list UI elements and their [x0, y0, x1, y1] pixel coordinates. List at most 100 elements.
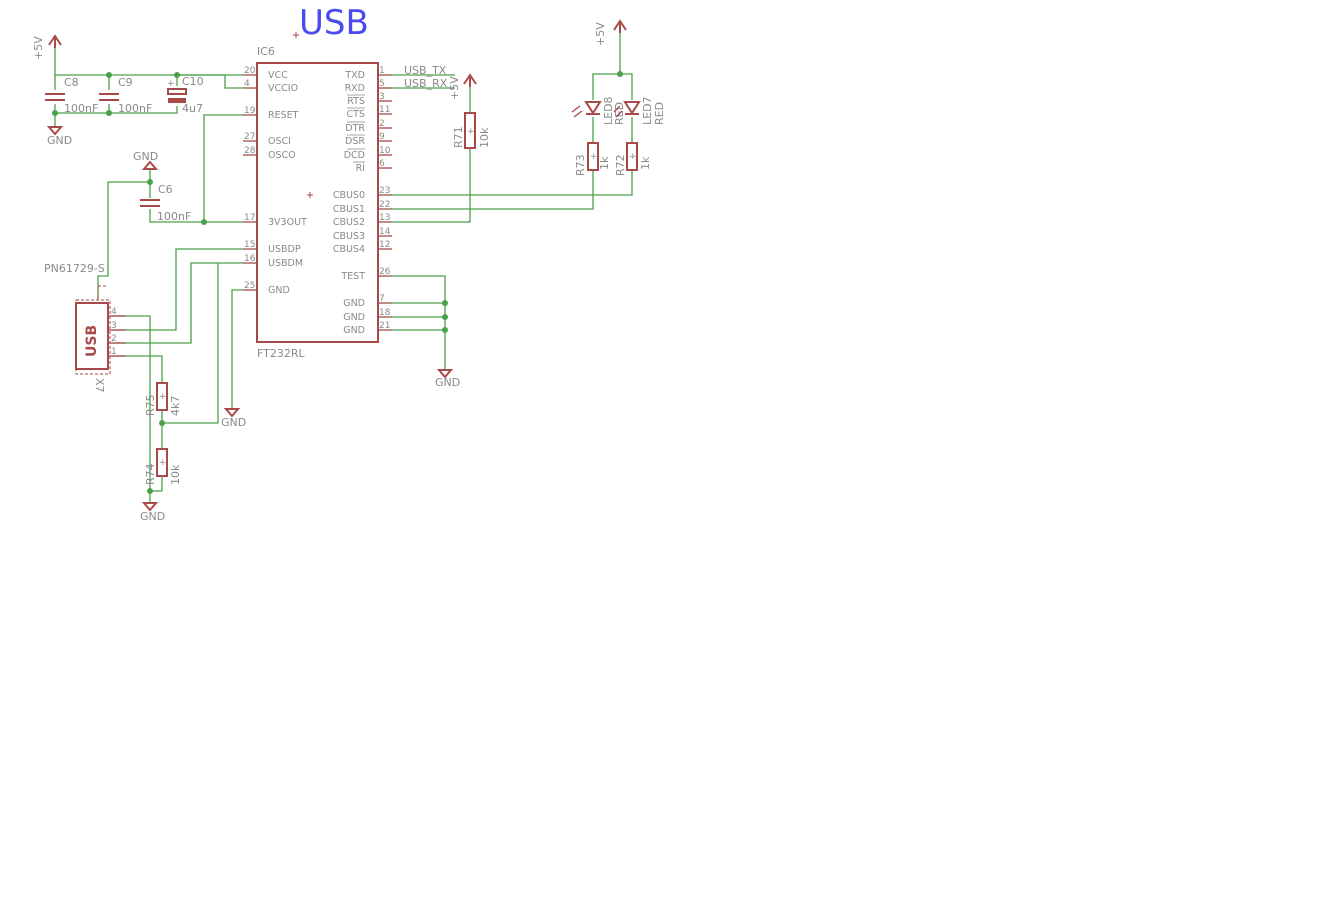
ic-pin-dtr: 2 DTR: [345, 119, 392, 134]
pin-number: 16: [244, 254, 256, 264]
svg-text:C9: C9: [118, 76, 133, 89]
svg-text:+: +: [467, 127, 475, 137]
resistor-r72: + R72 1k: [614, 142, 652, 176]
pin-name: VCCIO: [268, 83, 298, 94]
ic-pin-gnd: 21 GND: [343, 321, 392, 336]
svg-text:1: 1: [111, 347, 117, 357]
pin-number: 13: [379, 213, 390, 223]
ic-pin-vccio: 4 VCCIO: [243, 79, 298, 94]
sheet-title: USB: [299, 3, 369, 43]
svg-text:+: +: [629, 152, 637, 162]
svg-text:100nF: 100nF: [157, 210, 191, 223]
pin-number: 14: [379, 227, 391, 237]
ic-value: FT232RL: [257, 347, 305, 360]
resistor-r73: + R73 1k: [574, 142, 611, 176]
svg-text:R75: R75: [144, 394, 157, 416]
gnd-symbol-r74: GND: [140, 502, 165, 523]
svg-text:+: +: [590, 152, 598, 162]
ic-ref: IC6: [257, 45, 275, 58]
pin-name: VCC: [268, 70, 288, 81]
gnd-symbol-ic-right: GND: [435, 369, 460, 389]
pin-number: 9: [379, 132, 385, 142]
pin-name: CBUS1: [333, 204, 365, 215]
svg-text:2: 2: [111, 334, 117, 344]
pin-name: RXD: [345, 83, 365, 94]
usb-connector: USB PN61729-S X7 4 3 2 1: [44, 262, 126, 393]
pin-name: CTS: [347, 109, 365, 120]
pin-number: 15: [244, 240, 255, 250]
pin-name: GND: [343, 298, 365, 309]
svg-text:R74: R74: [144, 463, 157, 485]
pin-name: OSCI: [268, 136, 291, 147]
pin-name: GND: [343, 325, 365, 336]
pin-number: 25: [244, 281, 255, 291]
pin-number: 20: [244, 66, 256, 76]
svg-text:10k: 10k: [169, 464, 182, 485]
connector-value: PN61729-S: [44, 262, 105, 275]
ic-pin-usbdm: 16 USBDM: [243, 254, 303, 269]
capacitor-c8: C8 100nF: [45, 76, 98, 115]
pin-name: TXD: [344, 70, 365, 81]
capacitor-c9: C9 100nF: [99, 76, 152, 115]
ic-right-pins: 1TXD5RXD3RTS11CTS2DTR9DSR10DCD6RI23CBUS0…: [333, 66, 392, 336]
supply-plus5v-leds: +5V: [594, 19, 627, 46]
svg-text:4: 4: [111, 307, 117, 317]
connector-label: USB: [84, 325, 100, 357]
pin-number: 5: [379, 79, 385, 89]
ic-pin-rxd: 5 RXD: [345, 79, 392, 94]
gnd-symbol-caps: GND: [46, 126, 72, 147]
svg-text:GND: GND: [435, 376, 460, 389]
pin-number: 21: [379, 321, 390, 331]
svg-text:C6: C6: [158, 183, 173, 196]
svg-text:1k: 1k: [639, 156, 652, 170]
svg-text:1k: 1k: [598, 156, 611, 170]
capacitor-c10: + C10 4u7: [167, 75, 204, 115]
svg-text:100nF: 100nF: [64, 102, 98, 115]
pin-number: 12: [379, 240, 390, 250]
pin-number: 17: [244, 213, 255, 223]
svg-text:RED: RED: [653, 102, 666, 125]
resistor-r71: + R71 10k: [452, 112, 491, 149]
pin-name: CBUS2: [333, 217, 365, 228]
pin-number: 2: [379, 119, 385, 129]
pin-number: 22: [379, 200, 390, 210]
gnd-symbol-c6: GND: [133, 150, 158, 170]
pin-name: OSCO: [268, 150, 296, 161]
pin-number: 18: [379, 308, 391, 318]
pin-name: GND: [343, 312, 365, 323]
svg-text:+5V: +5V: [594, 22, 607, 46]
pin-name: USBDM: [268, 258, 303, 269]
net-label-usb-rx: USB_RX: [404, 77, 448, 90]
ic-pin-cbus2: 13 CBUS2: [333, 213, 392, 228]
pin-name: RTS: [347, 96, 365, 107]
pin-name: DTR: [345, 123, 365, 134]
ic-pin-cbus1: 22 CBUS1: [333, 200, 392, 215]
capacitor-c6: C6 100nF: [140, 183, 191, 223]
pin-number: 28: [244, 146, 256, 156]
ic-pin-ri: 6RI: [353, 159, 392, 174]
svg-text:GND: GND: [133, 150, 158, 163]
pin-number: 4: [244, 79, 250, 89]
net-label-usb-tx: USB_TX: [404, 64, 447, 77]
svg-text:R73: R73: [574, 154, 587, 176]
wires: [54, 30, 633, 502]
pin-number: 10: [379, 146, 391, 156]
pin-number: 23: [379, 186, 390, 196]
junctions: [52, 71, 623, 494]
svg-text:100nF: 100nF: [118, 102, 152, 115]
svg-text:4k7: 4k7: [169, 396, 182, 416]
